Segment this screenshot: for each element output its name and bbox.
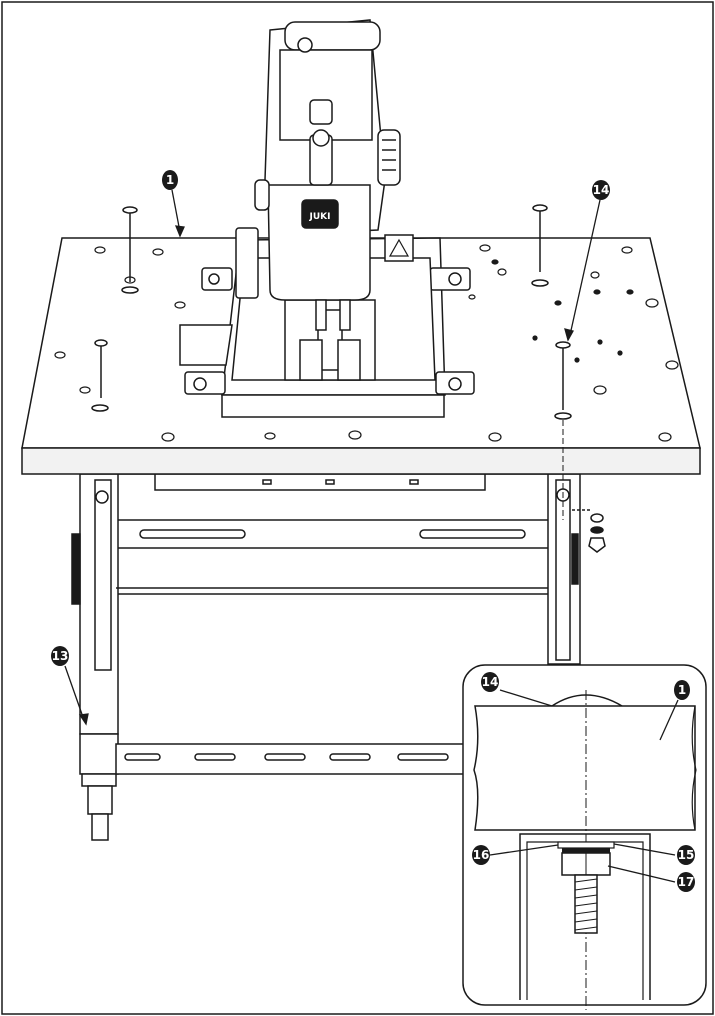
leader-lines bbox=[64, 189, 679, 883]
exploded-washer bbox=[590, 513, 604, 523]
bolt-left-front bbox=[91, 339, 109, 412]
sewing-machine: JUKI bbox=[179, 19, 475, 418]
callout-label: 14 bbox=[482, 675, 499, 689]
rear-slot-right bbox=[419, 529, 526, 539]
thread-guide bbox=[297, 37, 313, 53]
callout-washer-right: 15 bbox=[677, 845, 695, 865]
bolt-left-rear bbox=[121, 206, 139, 294]
callout-label: 15 bbox=[678, 848, 695, 862]
callout-stand: 13 bbox=[51, 646, 69, 666]
detail-flat-washer bbox=[557, 841, 615, 849]
presser-bar-right bbox=[339, 299, 351, 331]
callout-detail-table: 1 bbox=[674, 680, 690, 700]
callout-label: 17 bbox=[678, 875, 695, 889]
brand-label: JUKI bbox=[309, 212, 331, 222]
arm-upper-body bbox=[279, 49, 373, 141]
left-leg-knob bbox=[95, 490, 109, 504]
left-leg-foot bbox=[79, 733, 119, 775]
callout-washer-left: 16 bbox=[472, 845, 490, 865]
exploded-nut bbox=[588, 537, 606, 553]
machine-bed-front bbox=[221, 394, 445, 418]
detail-inset bbox=[462, 664, 707, 1010]
left-guard bbox=[179, 324, 233, 366]
side-lever bbox=[235, 227, 259, 299]
bolt-right-front bbox=[554, 341, 572, 520]
detail-channel-outer bbox=[519, 833, 651, 1000]
rear-slot-left bbox=[139, 529, 246, 539]
callout-label: 1 bbox=[166, 173, 174, 187]
detail-spring-washer bbox=[562, 848, 610, 853]
rail-slot-3 bbox=[409, 479, 419, 485]
callout-label: 1 bbox=[678, 683, 686, 697]
presser-bar-left bbox=[315, 299, 327, 331]
head-front-cover bbox=[267, 184, 371, 301]
lower-slot-1 bbox=[124, 753, 161, 761]
lower-slot-5 bbox=[397, 753, 449, 761]
detail-threads bbox=[574, 878, 598, 931]
lower-slot-3 bbox=[264, 753, 306, 761]
knee-lifter-knob bbox=[254, 179, 270, 211]
lower-slot-2 bbox=[194, 753, 236, 761]
callout-label: 16 bbox=[473, 848, 490, 862]
callout-nut: 17 bbox=[677, 872, 695, 892]
bolt-right-rear bbox=[531, 204, 549, 287]
rail-slot-2 bbox=[325, 479, 335, 485]
detail-table-section bbox=[473, 705, 696, 831]
left-leg-inner bbox=[94, 479, 112, 671]
right-leg-clamp bbox=[571, 533, 579, 585]
table-holes bbox=[54, 244, 679, 442]
exploded-spring-washer bbox=[590, 526, 604, 534]
work-clamp-right bbox=[337, 339, 361, 381]
juki-logo-plate bbox=[301, 199, 339, 229]
callout-label: 13 bbox=[52, 649, 69, 663]
callout-table: 1 bbox=[162, 170, 178, 190]
rear-rail bbox=[154, 473, 486, 491]
warning-triangle-icon bbox=[384, 234, 414, 262]
callout-bolt-top: 14 bbox=[592, 180, 610, 200]
left-leg-foot-base bbox=[81, 773, 117, 787]
callout-label: 14 bbox=[593, 183, 610, 197]
work-clamp-left bbox=[299, 339, 323, 381]
tension-unit bbox=[309, 99, 333, 125]
left-caster-body bbox=[87, 785, 113, 815]
lower-slot-4 bbox=[329, 753, 371, 761]
left-caster-wheel bbox=[91, 813, 109, 841]
table-front-edge bbox=[21, 447, 701, 475]
rail-slot-1 bbox=[262, 479, 272, 485]
callout-detail-bolt: 14 bbox=[481, 672, 499, 692]
handwheel bbox=[377, 129, 401, 186]
left-leg-clamp bbox=[71, 533, 81, 605]
